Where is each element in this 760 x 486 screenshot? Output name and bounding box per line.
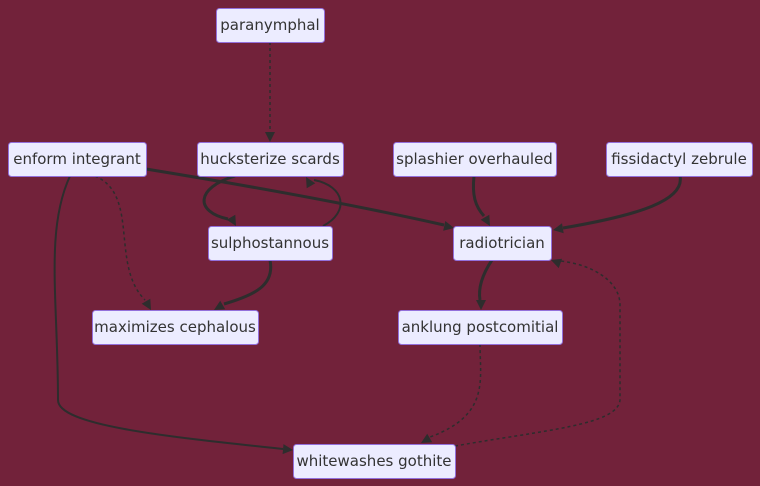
- node-label: hucksterize scards: [200, 150, 340, 168]
- node-box: [393, 142, 557, 177]
- node-label: splashier overhauled: [396, 150, 553, 168]
- node-label: anklung postcomitial: [402, 318, 559, 336]
- node-radiotrician[interactable]: radiotrician: [453, 226, 552, 261]
- node-paranymphal[interactable]: paranymphal: [216, 8, 325, 43]
- edge-radiotrician-to-anklung: [476, 259, 494, 310]
- node-huckster[interactable]: hucksterize scards: [197, 142, 344, 177]
- node-label: enform integrant: [13, 150, 141, 168]
- arrowhead-icon: [421, 433, 433, 443]
- arrowhead-icon: [480, 214, 490, 226]
- node-fissidactyl[interactable]: fissidactyl zebrule: [606, 142, 753, 177]
- edge-line: [202, 174, 236, 221]
- edge-fissidactyl-to-radiotrician: [553, 175, 682, 234]
- node-label: fissidactyl zebrule: [611, 150, 747, 168]
- node-enform[interactable]: enform integrant: [8, 142, 147, 177]
- edge-sulpho-to-maximizes: [214, 259, 273, 310]
- edge-paranymphal-to-huckster: [265, 42, 275, 142]
- arrowhead-icon: [141, 298, 151, 310]
- edge-line: [313, 179, 342, 227]
- node-box: [216, 8, 325, 43]
- arrowhead-icon: [214, 300, 226, 310]
- node-label: whitewashes gothite: [296, 452, 451, 470]
- edge-enform-to-whitewashes: [53, 175, 293, 455]
- node-label: maximizes cephalous: [94, 318, 256, 336]
- node-box: [293, 444, 456, 479]
- edge-line: [94, 175, 146, 301]
- arrowhead-icon: [553, 223, 564, 234]
- arrowhead-icon: [476, 300, 486, 310]
- node-splashier[interactable]: splashier overhauled: [393, 142, 557, 177]
- edge-whitewashes-to-radiotrician: [454, 258, 621, 447]
- edge-line: [478, 259, 494, 301]
- arrowhead-icon: [306, 177, 316, 189]
- edge-enform-to-radiotrician: [145, 167, 454, 231]
- edge-line: [53, 175, 284, 450]
- node-label: radiotrician: [459, 234, 545, 252]
- edge-line: [471, 175, 486, 218]
- node-sulpho[interactable]: sulphostannous: [208, 226, 333, 261]
- arrowhead-icon: [226, 214, 236, 226]
- arrowhead-icon: [282, 444, 293, 455]
- edge-line: [145, 167, 445, 227]
- node-box: [398, 310, 563, 345]
- edge-line: [562, 175, 682, 230]
- edge-line: [223, 259, 273, 306]
- edge-splashier-to-radiotrician: [471, 175, 490, 226]
- node-box: [453, 226, 552, 261]
- arrowhead-icon: [265, 132, 275, 142]
- edge-enform-to-maximizes: [94, 175, 151, 310]
- node-box: [92, 310, 259, 345]
- node-anklung[interactable]: anklung postcomitial: [398, 310, 563, 345]
- edges-layer: [53, 42, 682, 455]
- arrowhead-icon: [551, 258, 563, 269]
- node-maximizes[interactable]: maximizes cephalous: [92, 310, 259, 345]
- edge-huckster-to-sulpho: [202, 174, 236, 226]
- node-label: sulphostannous: [211, 234, 329, 252]
- node-whitewashes[interactable]: whitewashes gothite: [293, 444, 456, 479]
- edge-line: [429, 343, 482, 438]
- node-box: [197, 142, 344, 177]
- nodes-layer: paranymphal hucksterize scards enform inte…: [8, 8, 753, 479]
- node-label: paranymphal: [220, 16, 319, 34]
- arrowhead-icon: [443, 221, 454, 231]
- node-box: [8, 142, 147, 177]
- edge-sulpho-to-huckster: [306, 177, 342, 227]
- node-box: [606, 142, 753, 177]
- edge-anklung-to-whitewashes: [421, 343, 482, 443]
- node-box: [208, 226, 333, 261]
